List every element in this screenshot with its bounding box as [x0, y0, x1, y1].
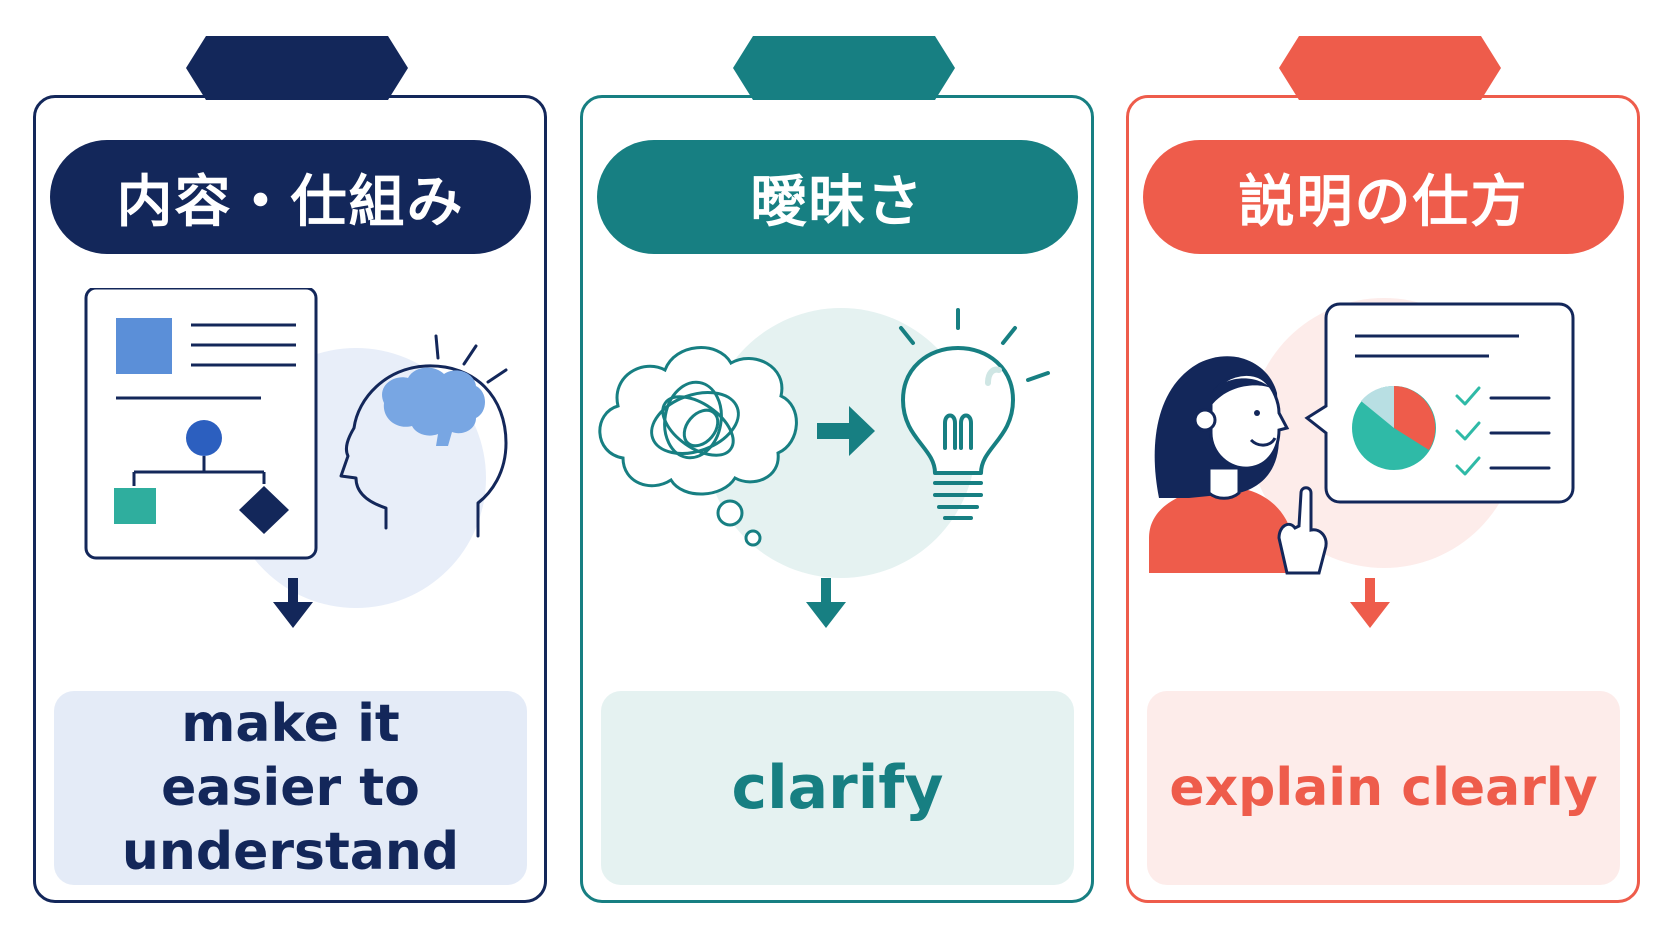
panel-explanation-method: 説明の仕方 [1126, 36, 1643, 903]
woman-presenting-icon [1149, 356, 1328, 575]
panel-tab [1279, 36, 1501, 100]
panel-heading: 説明の仕方 [1143, 140, 1624, 254]
result-text: explain clearly [1169, 758, 1598, 818]
panel-heading: 曖昧さ [597, 140, 1078, 254]
panel-tab [186, 36, 408, 100]
result-text: make it easier to understand [121, 694, 460, 882]
arrow-down-icon [273, 578, 313, 628]
panel-tab [733, 36, 955, 100]
arrow-down-icon [1350, 578, 1390, 628]
checklist-icon [1455, 386, 1551, 476]
head-with-brain-icon [339, 334, 508, 538]
result-text: clarify [731, 753, 944, 823]
speech-bubble-chart-icon [1304, 302, 1575, 504]
content-illustration [36, 288, 550, 728]
explanation-illustration [1129, 288, 1643, 728]
flowchart-icon [114, 420, 289, 534]
panel-ambiguity: 曖昧さ [580, 36, 1097, 903]
panel-heading: 内容・仕組み [50, 140, 531, 254]
result-box: make it easier to understand [54, 691, 527, 885]
arrow-right-icon [817, 406, 875, 456]
ambiguity-illustration [583, 288, 1097, 728]
result-box: explain clearly [1147, 691, 1620, 885]
arrow-down-icon [806, 578, 846, 628]
tangled-thought-cloud-icon [598, 346, 798, 547]
lightbulb-icon [899, 308, 1050, 520]
result-box: clarify [601, 691, 1074, 885]
panel-content-mechanism: 内容・仕組み [33, 36, 550, 903]
